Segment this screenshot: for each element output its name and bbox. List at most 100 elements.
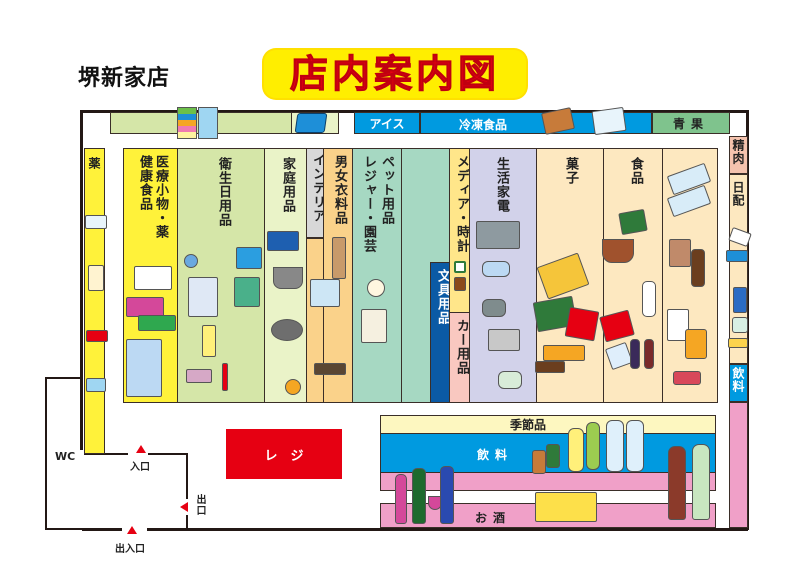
soy-sauce-icon	[691, 249, 705, 287]
page-title: 店内案内図	[264, 50, 526, 98]
baby-food-icon	[184, 254, 198, 268]
exit-label[interactable]: 出口	[194, 494, 205, 516]
tissue-box-icon	[177, 107, 197, 139]
calculator-icon	[454, 277, 466, 291]
aisle-pet-leisure[interactable]: ペット用品 レジャー・園芸	[352, 148, 402, 403]
pack-icon	[726, 250, 748, 262]
aisle-hygiene-label: 衛生日用品	[216, 157, 231, 227]
cookie-box-icon	[543, 345, 585, 361]
beverages-wall-section[interactable]: 飲料	[729, 364, 748, 402]
shochu-bottle-icon	[440, 466, 454, 524]
beer-pack-icon	[535, 492, 597, 522]
wall-left-upper	[80, 110, 83, 450]
aisle-leisure-label: レジャー・園芸	[361, 155, 376, 253]
aisle-pet-label: ペット用品	[379, 155, 394, 225]
aisle-food-label: 食品	[628, 157, 643, 185]
contact-solution-icon	[126, 339, 162, 397]
vestibule-right-lower	[186, 515, 188, 530]
seasonal-shelf[interactable]: 季節品	[380, 415, 716, 434]
snack-bag-icon	[564, 306, 600, 342]
ice-label: アイス	[369, 116, 405, 131]
sake-bottle-icon	[692, 444, 710, 520]
meat-label: 精肉	[731, 139, 745, 165]
store-name: 堺新家店	[78, 66, 171, 91]
aisle-health-label2: 健康食品	[137, 155, 152, 211]
diaper-bag-icon	[236, 247, 262, 269]
aisle-appliances-label: 生活家電	[494, 157, 509, 213]
dog-icon	[367, 279, 385, 297]
produce-section[interactable]: 青果	[652, 112, 730, 134]
aisle-interior-label: インテリア	[310, 153, 325, 223]
aisle-pet-ext	[401, 148, 431, 403]
wine-bottle-icon	[395, 474, 407, 524]
aisle-appliances[interactable]: 生活家電	[469, 148, 537, 403]
produce-label: 青果	[672, 116, 709, 131]
meat-section[interactable]: 精肉	[729, 136, 748, 174]
wall-bottom-left-seg	[84, 528, 122, 531]
aisle-media-clock[interactable]: メディア・時計	[449, 148, 470, 313]
aisle-stationery-box[interactable]: 文具用品	[430, 262, 450, 403]
aisle-health[interactable]: 医療小物・薬 健康食品	[123, 148, 178, 403]
water-bottle-icon	[606, 420, 624, 472]
wc-wall-left	[45, 377, 47, 530]
medicine-box-icon	[85, 215, 107, 229]
wall-pink-section	[729, 402, 748, 528]
aisle-interior[interactable]: インテリア	[306, 148, 325, 238]
main-entrance-arrow-icon	[127, 526, 137, 534]
frozen-hamburg-icon	[591, 106, 627, 136]
detergent-icon	[188, 277, 218, 317]
aisle-stationery-label: 文具用品	[435, 269, 450, 325]
aisle-clothing[interactable]: 男女衣料品	[310, 148, 353, 403]
medicine-box-icon	[88, 265, 104, 291]
pink-shelf-upper	[380, 472, 716, 491]
can-icon	[532, 450, 546, 474]
page-title-text: 店内案内図	[289, 52, 500, 97]
microwave-icon	[488, 329, 520, 351]
wc-label: WC	[55, 450, 76, 463]
health-tea-icon	[138, 315, 176, 331]
juice-bottle-icon	[568, 428, 584, 472]
radio-icon	[482, 261, 510, 277]
chocolate-icon	[535, 361, 565, 373]
shirt-hanger-icon	[267, 231, 299, 251]
yogurt-icon	[732, 317, 748, 333]
sake-bottle-icon	[668, 446, 686, 520]
aisle-food[interactable]: 食品	[599, 148, 663, 403]
frozen-food-section[interactable]: 冷凍食品	[420, 106, 652, 136]
aisle-household-label: 家庭用品	[280, 157, 295, 213]
wine-bottle-icon	[412, 468, 426, 524]
checkout-label: レ ジ	[264, 448, 304, 464]
potato-chips-icon	[536, 252, 590, 300]
aisle-snacks[interactable]: 菓子	[532, 148, 604, 403]
tea-bottle-icon	[586, 422, 600, 470]
checkout-register[interactable]: レ ジ	[226, 429, 342, 479]
bath-salts-icon	[234, 277, 260, 307]
beverages-shelf-label: 飲料	[477, 448, 514, 462]
entrance-arrow-icon	[136, 445, 146, 453]
aisle-car[interactable]: カー用品	[449, 312, 470, 403]
aisle-food-right[interactable]	[662, 148, 718, 403]
ice-section[interactable]: アイス	[354, 112, 420, 134]
entrance-label[interactable]: 入口	[130, 462, 150, 473]
seasoning-icon	[669, 239, 691, 267]
exit-arrow-icon	[180, 502, 188, 512]
beverages-wall-label: 飲料	[731, 367, 745, 393]
medicine-label: 薬	[87, 157, 101, 170]
alcohol-label: お酒	[475, 511, 512, 525]
milk-carton-icon	[733, 287, 747, 313]
salt-icon	[604, 341, 634, 371]
medicine-section[interactable]: 薬	[84, 148, 105, 454]
toilet-paper-icon	[198, 107, 218, 139]
aisle-hygiene[interactable]: 衛生日用品	[177, 148, 265, 403]
medicine-box-icon	[86, 330, 108, 342]
main-entrance-label[interactable]: 出入口	[115, 544, 145, 555]
tv-icon	[476, 221, 520, 249]
lipstick-icon	[222, 363, 228, 391]
aisle-car-label: カー用品	[454, 319, 469, 375]
aisle-clothing-label: 男女衣料品	[332, 155, 347, 225]
diet-shake-box-icon	[134, 266, 172, 290]
daily-section[interactable]: 日配	[729, 174, 748, 364]
aisle-interior-lower	[306, 238, 324, 403]
scale-icon	[285, 379, 301, 395]
aisle-household[interactable]: 家庭用品	[264, 148, 307, 403]
